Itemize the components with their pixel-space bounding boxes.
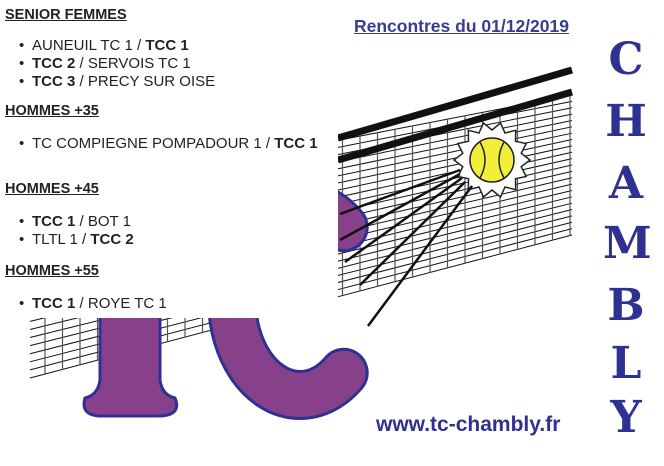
match-item: TCC 1 / BOT 1 bbox=[19, 213, 332, 231]
motion-lines bbox=[339, 168, 474, 327]
chambly-letter: B bbox=[607, 280, 645, 331]
team-name: BOT 1 bbox=[87, 213, 131, 230]
results-panel: SENIOR FEMMESAUNEUIL TC 1 / TCC 1TCC 2 /… bbox=[0, 0, 338, 318]
chambly-letter: C bbox=[608, 34, 644, 85]
match-item: TCC 1 / ROYE TC 1 bbox=[19, 295, 332, 313]
match-item: TCC 3 / PRECY SUR OISE bbox=[19, 73, 332, 91]
team-name: TCC 1 bbox=[274, 135, 318, 152]
separator: / bbox=[261, 135, 275, 152]
separator: / bbox=[75, 295, 88, 312]
team-name: TCC 1 bbox=[145, 37, 189, 54]
team-name: TLTL 1 bbox=[32, 231, 78, 248]
chambly-letter: L bbox=[610, 338, 642, 389]
team-name: TCC 1 bbox=[32, 295, 76, 312]
match-item: TLTL 1 / TCC 2 bbox=[19, 231, 332, 249]
team-name: ROYE TC 1 bbox=[87, 295, 167, 312]
team-name: TCC 2 bbox=[90, 231, 134, 248]
section-heading: SENIOR FEMMES bbox=[5, 7, 127, 23]
chambly-letter: M bbox=[603, 218, 652, 269]
match-item: AUNEUIL TC 1 / TCC 1 bbox=[19, 37, 332, 55]
separator: / bbox=[132, 37, 146, 54]
team-name: TCC 2 bbox=[32, 55, 76, 72]
team-name: PRECY SUR OISE bbox=[87, 73, 216, 90]
separator: / bbox=[75, 213, 88, 230]
team-name: TC COMPIEGNE POMPADOUR 1 bbox=[32, 135, 262, 152]
chambly-letter: H bbox=[605, 96, 647, 147]
tennis-ball-icon bbox=[452, 121, 532, 199]
separator: / bbox=[75, 55, 88, 72]
team-name: SERVOIS TC 1 bbox=[87, 55, 191, 72]
chambly-letter: Y bbox=[610, 392, 642, 443]
chambly-letter: A bbox=[608, 158, 644, 209]
section-heading: HOMMES +55 bbox=[5, 263, 99, 279]
separator: / bbox=[77, 231, 91, 248]
team-name: AUNEUIL TC 1 bbox=[32, 37, 133, 54]
match-item: TCC 2 / SERVOIS TC 1 bbox=[19, 55, 332, 73]
separator: / bbox=[75, 73, 88, 90]
section-heading: HOMMES +45 bbox=[5, 181, 99, 197]
section-heading: HOMMES +35 bbox=[5, 103, 99, 119]
team-name: TCC 1 bbox=[32, 213, 76, 230]
page-title: Rencontres du 01/12/2019 bbox=[354, 16, 569, 36]
website-url[interactable]: www.tc-chambly.fr bbox=[376, 413, 561, 436]
match-item: TC COMPIEGNE POMPADOUR 1 / TCC 1 bbox=[19, 135, 332, 153]
team-name: TCC 3 bbox=[32, 73, 76, 90]
